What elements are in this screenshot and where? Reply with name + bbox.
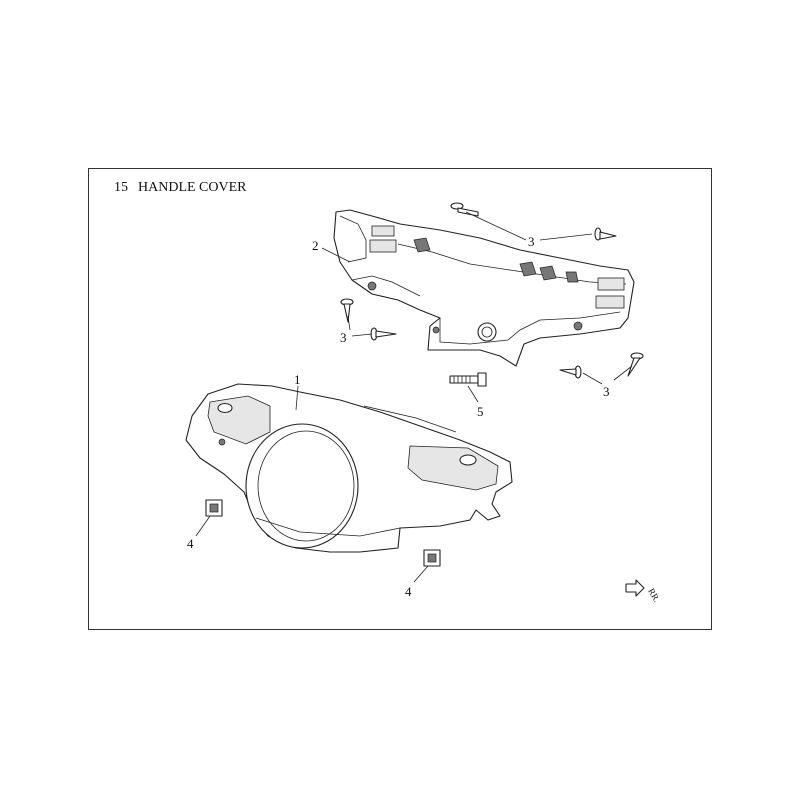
rear-handle-cover xyxy=(333,209,635,367)
clip-nut-right xyxy=(423,549,441,567)
callout-2: 2 xyxy=(312,238,319,253)
leader-lines xyxy=(195,211,633,583)
section-number: 15 xyxy=(114,180,128,195)
direction-mark: RR. xyxy=(646,587,662,604)
front-handle-cover xyxy=(185,383,513,553)
callout-4-left: 4 xyxy=(187,536,194,551)
callout-3-left: 3 xyxy=(340,330,347,345)
clip-nut-left xyxy=(205,499,223,517)
screw-top-right xyxy=(594,227,617,241)
bolt xyxy=(449,372,487,387)
screw-left-lower xyxy=(370,327,397,341)
direction-arrow-icon xyxy=(625,579,645,597)
section-title: HANDLE COVER xyxy=(138,180,247,195)
callout-1: 1 xyxy=(294,372,301,387)
screw-left-upper xyxy=(340,298,354,323)
callout-4-right: 4 xyxy=(405,584,412,599)
callout-5: 5 xyxy=(477,404,484,419)
screw-top-left xyxy=(450,202,479,217)
diagram-title: 15 HANDLE COVER xyxy=(114,180,247,196)
callout-3-right: 3 xyxy=(603,384,610,399)
callout-3-top: 3 xyxy=(528,234,535,249)
screw-right-lower xyxy=(559,365,582,379)
screw-right-upper xyxy=(627,352,644,377)
